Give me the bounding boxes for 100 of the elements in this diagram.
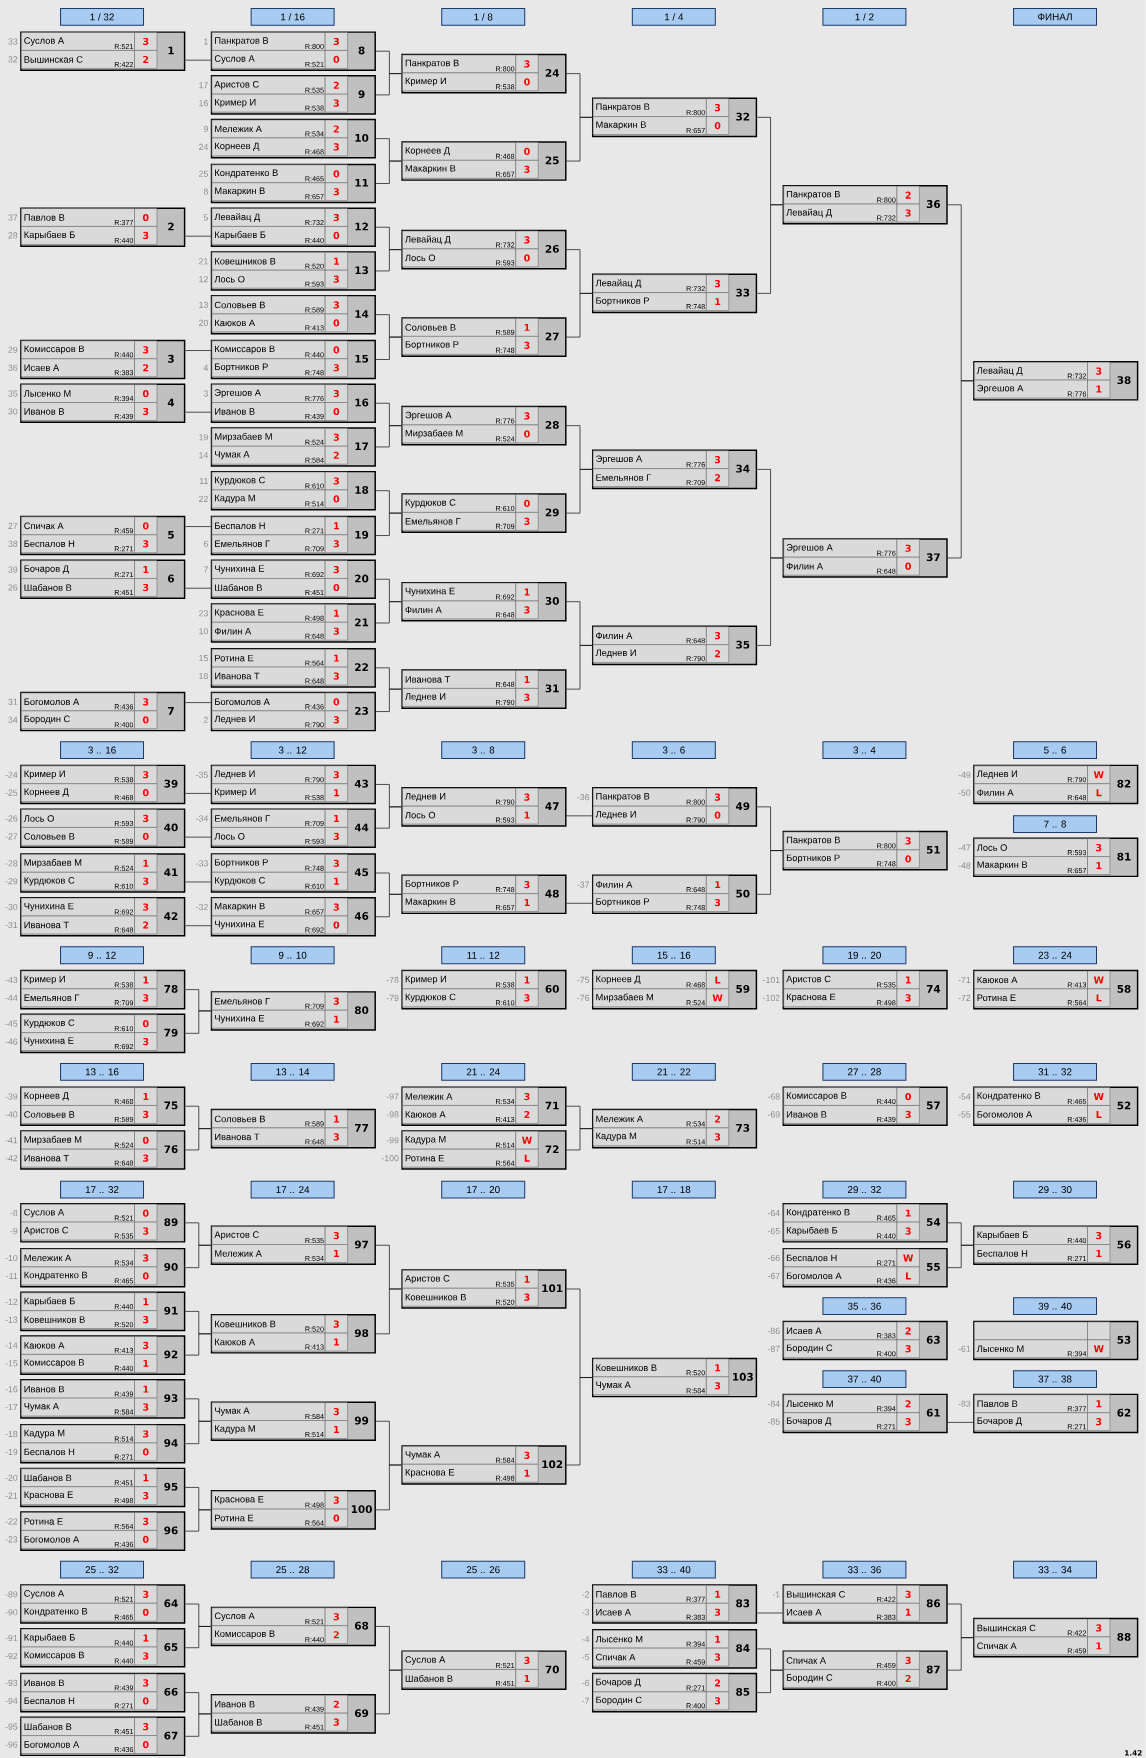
seed-number: -8 <box>10 1210 18 1217</box>
round-header: 21 .. 22 <box>631 1062 716 1081</box>
bracket-line <box>756 1669 783 1693</box>
seed-number: -93 <box>5 1679 18 1686</box>
score-cell: 2 <box>896 1669 920 1688</box>
match-number: 72 <box>545 1145 559 1154</box>
seed-number: 11 <box>200 478 208 484</box>
node-label: Чунихина Е <box>24 902 74 912</box>
node-label: Ротина Е <box>215 1514 254 1522</box>
round-header: 37 .. 40 <box>822 1370 907 1388</box>
node-label: Вышинская С <box>24 56 83 63</box>
node-label: Емельянов Г <box>24 994 80 1002</box>
match-number: 19 <box>355 530 369 539</box>
score-cell: 3 <box>515 160 539 179</box>
match-box <box>592 273 758 314</box>
match-number: 2 <box>168 222 174 231</box>
seed-number: -20 <box>5 1474 18 1481</box>
score-cell: 3 <box>515 688 539 707</box>
match-number: 18 <box>355 486 369 494</box>
node-label: Курдюков С <box>24 877 75 886</box>
node-label: Курдюков С <box>24 1019 75 1028</box>
score-cell: 1 <box>896 1203 920 1223</box>
score-cell: 3 <box>324 358 348 377</box>
node-label: Леднев И <box>214 770 255 779</box>
match-number: 70 <box>545 1665 559 1674</box>
node-label: Иванова Т <box>405 676 451 683</box>
score-cell: 3 <box>134 1486 158 1505</box>
round-header: 15 .. 16 <box>631 946 716 965</box>
match-box <box>592 1108 758 1149</box>
node-label: Панкратов В <box>786 836 841 846</box>
match-number: 61 <box>926 1408 940 1417</box>
score-cell: 0 <box>706 805 730 825</box>
score-cell: 0 <box>324 578 348 597</box>
seed-number: 22 <box>199 495 208 502</box>
node-label: Кример И <box>24 770 65 779</box>
seed-number: -4 <box>582 1636 590 1643</box>
match-box <box>210 1108 376 1149</box>
node-label: Мележик А <box>405 1093 453 1100</box>
score-cell: W <box>706 988 730 1008</box>
score-cell: 3 <box>324 208 348 227</box>
score-cell: 2 <box>706 644 730 663</box>
seed-number: 5 <box>203 214 209 221</box>
match-number: 58 <box>1117 984 1131 993</box>
seed-number: 26 <box>8 584 18 591</box>
node-label: Суслов А <box>214 55 255 64</box>
node-label: Эргешов А <box>596 455 643 464</box>
round-header: 29 .. 30 <box>1013 1180 1098 1199</box>
match-number: 40 <box>164 823 178 832</box>
seed-number: -67 <box>767 1272 780 1279</box>
bracket-line <box>375 894 402 918</box>
match-number: 16 <box>355 398 369 407</box>
match-number: 21 <box>355 618 369 627</box>
seed-number: -12 <box>5 1298 18 1305</box>
bracket-line <box>566 469 593 514</box>
seed-number: -87 <box>767 1345 780 1352</box>
seed-number: -21 <box>5 1492 18 1499</box>
match-box <box>210 1314 376 1354</box>
node-label: Бортников Р <box>215 363 268 372</box>
score-cell: 0 <box>134 1131 158 1150</box>
match-number: 62 <box>1117 1408 1131 1417</box>
match-number: 31 <box>545 684 559 693</box>
score-cell: 0 <box>324 489 348 509</box>
match-number: 4 <box>167 398 175 407</box>
seed-number: -48 <box>958 862 971 869</box>
seed-number: 7 <box>203 566 208 573</box>
bracket-line <box>756 1612 783 1614</box>
match-number: 94 <box>164 1439 178 1447</box>
match-number: 50 <box>736 889 750 898</box>
round-header: 3 .. 16 <box>60 741 145 759</box>
bracket-line <box>185 587 212 589</box>
score-cell: 0 <box>896 849 920 869</box>
seed-number: -71 <box>958 976 971 983</box>
score-cell: 0 <box>324 1508 348 1528</box>
score-cell: 3 <box>324 1712 348 1732</box>
score-cell: 0 <box>134 384 158 403</box>
score-cell: 2 <box>324 1625 348 1644</box>
match-number: 10 <box>355 133 369 142</box>
seed-number: 15 <box>199 655 209 662</box>
node-label: Карыбаев Б <box>787 1226 838 1236</box>
score-cell: 0 <box>134 1691 158 1711</box>
score-cell: 0 <box>134 1203 158 1223</box>
match-box <box>401 581 567 622</box>
seed-number: -16 <box>5 1386 18 1393</box>
seed-number: -14 <box>5 1342 18 1349</box>
seed-number: 17 <box>199 82 208 89</box>
seed-number: 27 <box>8 522 18 529</box>
seed-number: 39 <box>8 566 18 573</box>
score-cell: W <box>1087 1339 1111 1359</box>
seed-number: -3 <box>582 1609 590 1616</box>
score-cell: 3 <box>134 809 158 828</box>
node-label: Комиссаров В <box>24 345 85 354</box>
match-number: 100 <box>351 1505 373 1514</box>
node-label: Суслов А <box>24 37 65 46</box>
round-header: 13 .. 16 <box>60 1062 145 1081</box>
node-label: Панкратов В <box>405 59 459 69</box>
node-label: Ротина Е <box>24 1518 63 1525</box>
match-box <box>782 538 948 578</box>
score-cell: 1 <box>324 1009 348 1029</box>
match-number: 89 <box>164 1218 178 1227</box>
seed-number: -43 <box>5 976 18 983</box>
